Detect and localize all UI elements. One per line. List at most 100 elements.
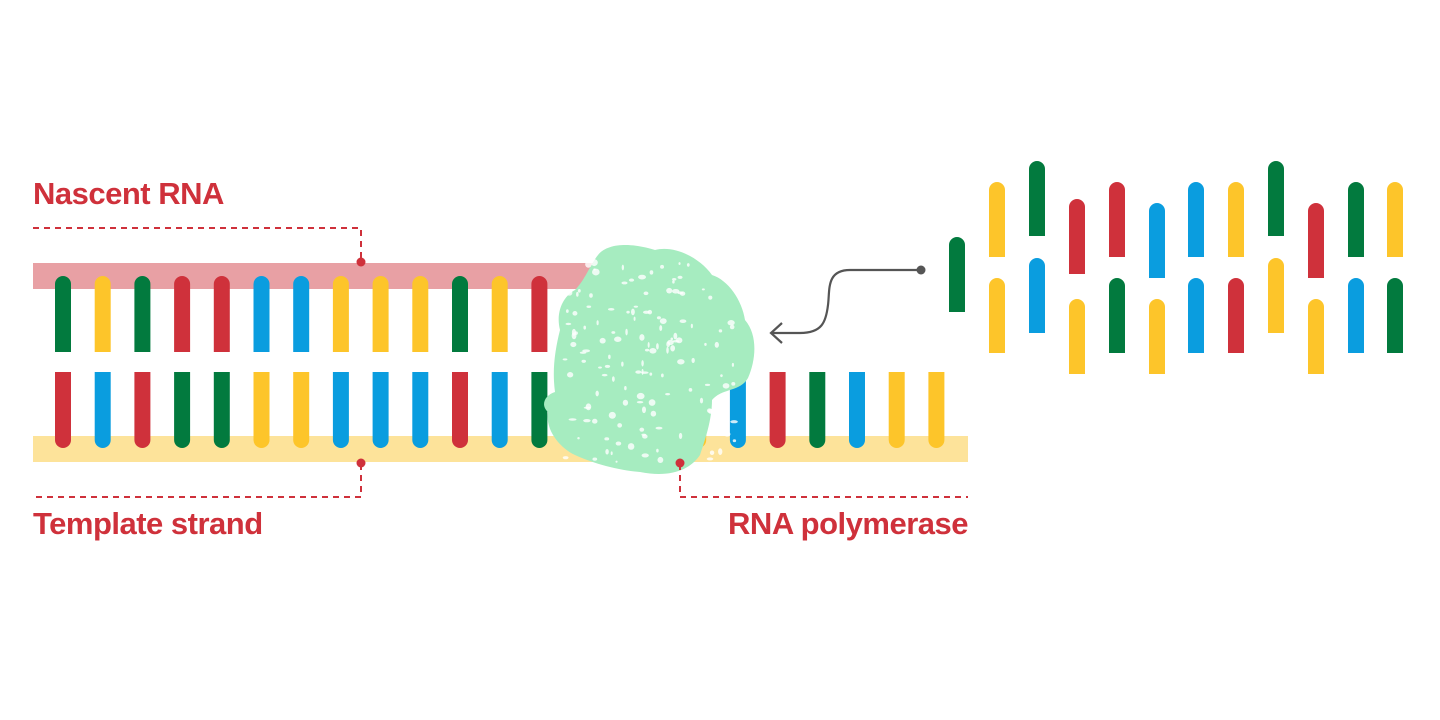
arrow-icon	[769, 265, 926, 344]
polymerase-texture	[624, 385, 627, 391]
polymerase-texture	[643, 310, 650, 314]
template-base-blue	[491, 372, 508, 448]
polymerase-texture	[648, 399, 656, 406]
free-nucleotides	[949, 161, 1403, 374]
polymerase-texture	[729, 324, 735, 330]
polymerase-texture	[571, 328, 576, 336]
polymerase-texture	[604, 364, 611, 368]
polymerase-texture	[672, 340, 680, 343]
free-nucleotide-yellow	[989, 182, 1005, 257]
polymerase-texture	[704, 342, 707, 346]
polymerase-texture	[565, 322, 572, 326]
polymerase-texture	[659, 318, 667, 324]
polymerase-texture	[639, 334, 645, 341]
template-strand-bases	[55, 372, 945, 448]
polymerase-texture	[599, 337, 606, 344]
polymerase-texture	[670, 337, 674, 341]
free-nucleotide-yellow	[1308, 299, 1324, 374]
rna-base-yellow	[372, 276, 389, 352]
template-base-green	[531, 372, 548, 448]
free-nucleotide-green	[1387, 278, 1403, 353]
polymerase-texture	[608, 354, 611, 360]
polymerase-texture	[656, 448, 659, 453]
polymerase-texture	[633, 316, 636, 321]
polymerase-texture	[686, 263, 690, 267]
polymerase-texture	[709, 450, 715, 456]
polymerase-texture	[731, 362, 735, 367]
polymerase-texture	[670, 345, 676, 352]
polymerase-texture	[691, 357, 695, 363]
polymerase-texture	[589, 293, 593, 298]
polymerase-texture	[639, 427, 645, 432]
free-nucleotide-yellow	[1387, 182, 1403, 257]
free-nucleotide-green	[1029, 161, 1045, 236]
polymerase-texture	[608, 411, 616, 419]
polymerase-texture	[601, 373, 608, 377]
polymerase-texture	[611, 331, 616, 334]
polymerase-texture	[577, 288, 581, 293]
rna-base-yellow	[412, 276, 429, 352]
polymerase-texture	[677, 275, 683, 279]
polymerase-texture	[626, 310, 630, 314]
rna-base-red	[174, 276, 191, 352]
polymerase-texture	[636, 392, 645, 400]
template-base-green	[213, 372, 230, 448]
template-base-blue	[849, 372, 865, 448]
polymerase-texture	[570, 341, 577, 348]
rna-polymerase-leader	[679, 464, 968, 498]
polymerase-texture	[678, 432, 683, 439]
free-nucleotide-blue	[1149, 203, 1165, 278]
polymerase-texture	[592, 418, 598, 424]
polymerase-texture	[582, 349, 591, 353]
polymerase-texture	[649, 270, 654, 275]
polymerase-texture	[583, 418, 591, 423]
template-strand-label: Template strand	[33, 506, 263, 541]
polymerase-texture	[643, 291, 649, 296]
polymerase-texture	[641, 406, 647, 414]
polymerase-texture	[665, 392, 671, 396]
polymerase-texture	[635, 370, 642, 374]
polymerase-texture	[615, 441, 622, 446]
polymerase-texture	[708, 295, 713, 300]
polymerase-texture	[610, 451, 613, 456]
polymerase-texture	[679, 319, 687, 324]
free-nucleotide-green	[1109, 278, 1125, 353]
polymerase-texture	[565, 309, 569, 313]
free-nucleotide-blue	[1029, 258, 1045, 333]
polymerase-texture	[708, 408, 715, 414]
template-base-blue	[412, 372, 429, 448]
rna-base-red	[531, 276, 548, 352]
polymerase-texture	[628, 278, 635, 282]
nascent-rna-bases	[55, 276, 548, 352]
polymerase-texture	[655, 426, 663, 430]
polymerase-texture	[636, 400, 644, 404]
rna-base-yellow	[491, 276, 508, 352]
polymerase-texture	[656, 343, 659, 350]
polymerase-texture	[720, 374, 723, 378]
free-nucleotide-yellow	[1268, 258, 1284, 333]
polymerase-texture	[706, 457, 714, 461]
rna-base-yellow	[332, 276, 349, 352]
polymerase-texture	[671, 288, 680, 294]
polymerase-texture	[641, 433, 647, 436]
polymerase-texture	[661, 373, 664, 378]
template-base-blue	[729, 372, 746, 448]
polymerase-texture	[592, 457, 598, 461]
free-nucleotide-red	[1228, 278, 1244, 353]
polymerase-texture	[617, 423, 623, 428]
template-base-blue	[372, 372, 389, 448]
free-nucleotide-blue	[1188, 278, 1204, 353]
nascent-rna-label: Nascent RNA	[33, 176, 224, 211]
template-base-red	[452, 372, 468, 448]
polymerase-texture	[576, 291, 579, 297]
polymerase-texture	[562, 456, 569, 460]
polymerase-texture	[641, 360, 644, 367]
template-base-yellow	[928, 372, 945, 448]
polymerase-texture	[650, 410, 657, 417]
polymerase-texture	[671, 277, 677, 281]
free-nucleotide-red	[1069, 199, 1085, 274]
polymerase-texture	[568, 418, 577, 421]
polymerase-texture	[585, 261, 592, 268]
polymerase-texture	[604, 437, 610, 441]
